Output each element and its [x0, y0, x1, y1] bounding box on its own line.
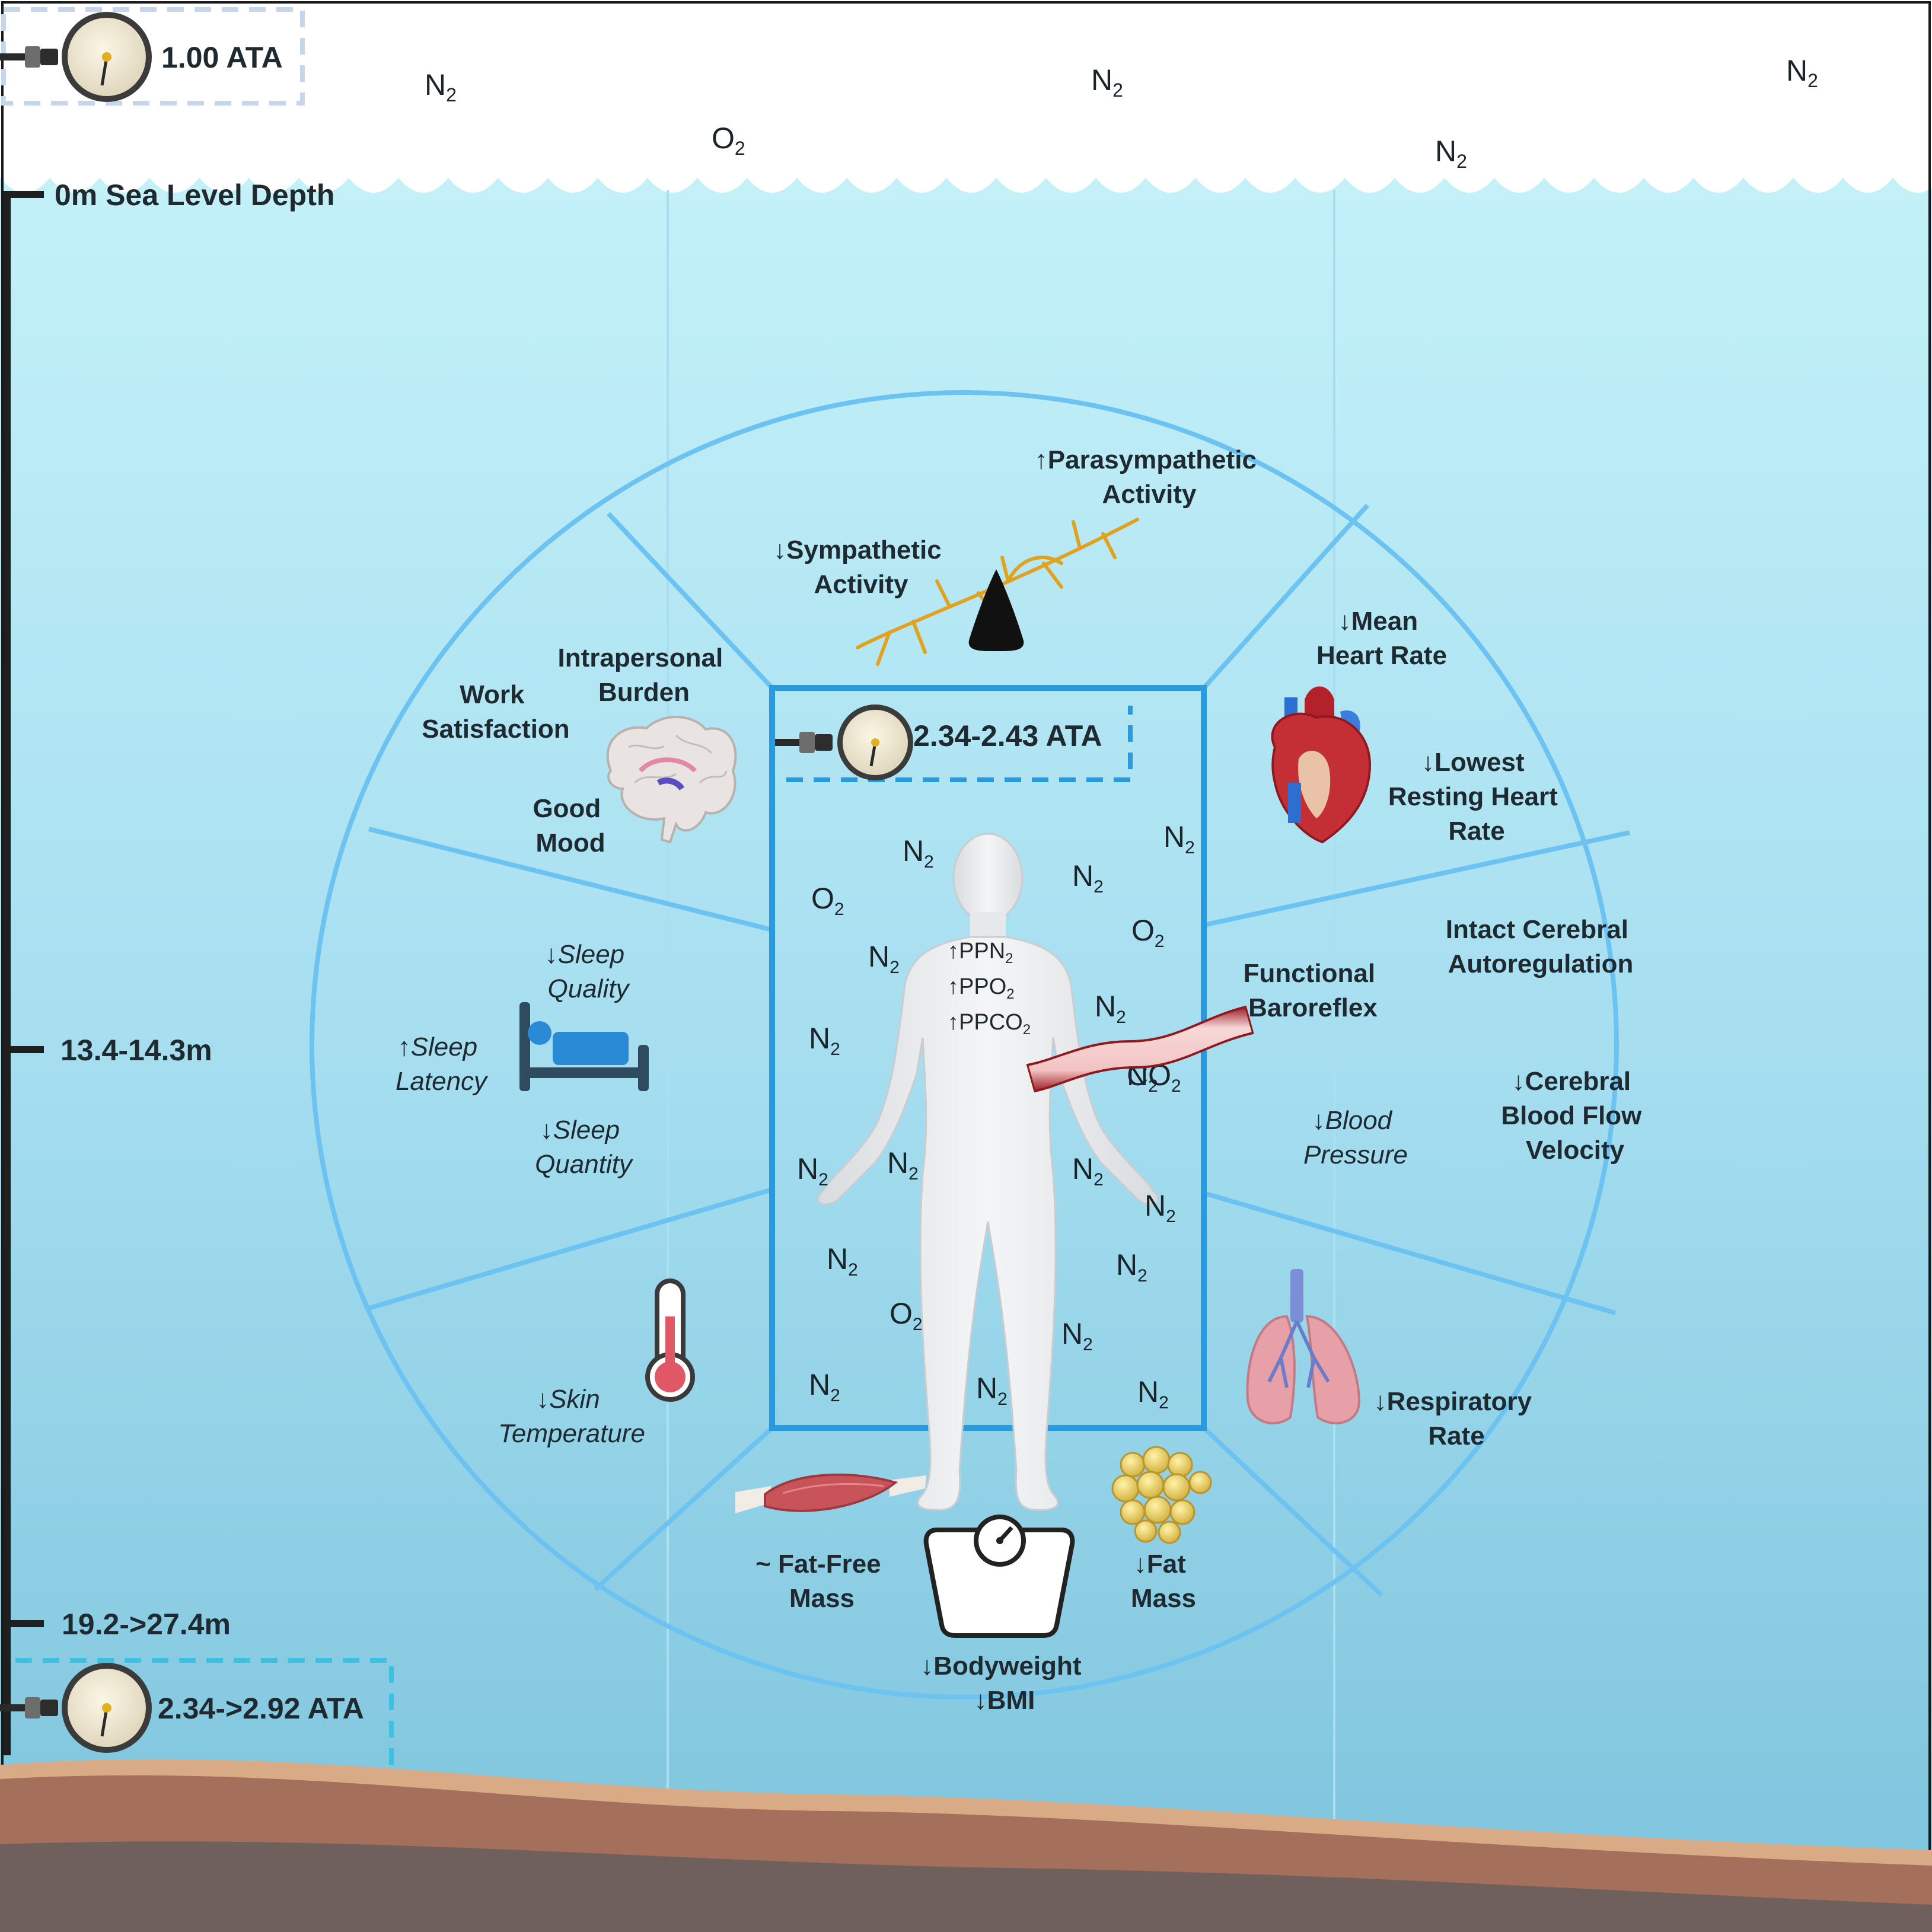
seabed	[0, 1759, 1932, 1932]
fat-free-mass-label: ~ Fat-Free Mass	[755, 1550, 888, 1613]
habitat-gas-13: N2	[1144, 1189, 1176, 1226]
wheel-spoke-3	[1202, 503, 1369, 690]
skin-temperature-label: ↓Skin Temperature	[498, 1385, 645, 1448]
fat-cells-icon	[1111, 1446, 1212, 1544]
partial-pressure-1: ↑PPO2	[948, 974, 1015, 1002]
surface-gas-1: O2	[712, 122, 745, 159]
surface-gas-4: N2	[1786, 54, 1818, 91]
habitat-gas-2: N2	[1163, 820, 1195, 857]
blood-vessel-icon	[1026, 1005, 1254, 1093]
surface-gas-2: N2	[1091, 63, 1123, 101]
sleep-quality-label: ↓Sleep Quality	[545, 940, 632, 1003]
air-zone	[0, 0, 1932, 196]
surface-gas-0: N2	[425, 68, 457, 106]
bed-icon	[519, 1002, 649, 1091]
habitat-gas-5: N2	[868, 940, 900, 977]
habitat-gas-1: N2	[1072, 859, 1104, 897]
deep-gauge-icon	[0, 1663, 152, 1753]
habitat-gas-11: N2	[887, 1146, 919, 1184]
mean-heart-rate-label: ↓Mean Heart Rate	[1316, 607, 1447, 670]
cerebral-blood-flow-label: ↓Cerebral Blood Flow Velocity	[1501, 1067, 1649, 1165]
habitat-gauge-icon	[774, 704, 913, 780]
wheel-outline	[310, 390, 1619, 1700]
deep-depth-label: 19.2->27.4m	[62, 1608, 231, 1641]
surface-gas-3: N2	[1435, 135, 1467, 172]
habitat-gas-15: O2	[890, 1297, 923, 1334]
sleep-latency-label: ↑Sleep Latency	[396, 1032, 489, 1096]
ganglion-icon	[968, 569, 1024, 652]
habitat-gas-14: N2	[827, 1242, 858, 1280]
surface-pressure-label: 1.00 ATA	[161, 41, 283, 74]
wheel-spoke-7	[1202, 1426, 1383, 1597]
wheel-spoke-5	[1203, 1191, 1617, 1315]
muscle-icon	[735, 1473, 926, 1513]
habitat-gas-10: N2	[797, 1152, 828, 1190]
habitat-gauge-box	[786, 706, 1133, 782]
surface-gauge-icon	[0, 12, 152, 102]
habitat-gas-3: O2	[811, 882, 844, 919]
habitat-gas-16: N2	[1116, 1248, 1147, 1286]
deep-pressure-label: 2.34->2.92 ATA	[158, 1692, 364, 1725]
scale-icon	[923, 1515, 1075, 1638]
wheel-spoke-1	[368, 1187, 773, 1311]
wheel-spoke-2	[607, 512, 774, 690]
effects-wheel	[310, 390, 1630, 1700]
good-mood-label: Good Mood	[533, 794, 608, 857]
mid-depth-label: 13.4-14.3m	[60, 1034, 212, 1067]
work-satisfaction-label: Work Satisfaction	[422, 680, 569, 744]
sea-level-label: 0m Sea Level Depth	[55, 178, 334, 212]
respiratory-rate-label: ↓Respiratory Rate	[1374, 1387, 1539, 1450]
lungs-icon	[1246, 1269, 1361, 1424]
baroreflex-label: Functional Baroreflex	[1244, 959, 1383, 1022]
sleep-quantity-label: ↓Sleep Quantity	[535, 1115, 634, 1179]
intrapersonal-burden-label: Intrapersonal Burden	[558, 643, 731, 707]
wheel-spoke-6	[594, 1426, 774, 1591]
habitat-gas-6: N2	[1095, 990, 1126, 1027]
bodyweight-bmi-label: ↓Bodyweight ↓BMI	[920, 1652, 1089, 1715]
cerebral-autoregulation-label: Intact Cerebral Autoregulation	[1446, 915, 1635, 978]
brain-icon	[606, 716, 737, 844]
human-figure	[817, 833, 1159, 1511]
fat-mass-label: ↓Fat Mass	[1131, 1550, 1196, 1613]
partial-pressure-labels: ↑PPN2 ↑PPO2 ↑PPCO2	[948, 939, 1031, 1038]
wheel-spoke-4	[1203, 830, 1630, 927]
habitat-gas-20: N2	[1137, 1375, 1169, 1413]
habitat-pressure-label: 2.34-2.43 ATA	[913, 719, 1102, 753]
depth-scale	[4, 191, 44, 1755]
wheel-spoke-0	[368, 827, 773, 932]
wheel-spokes	[368, 503, 1630, 1597]
habitat-gas-0: N2	[903, 834, 934, 872]
lowest-heart-rate-label: ↓Lowest Resting Heart Rate	[1388, 748, 1565, 846]
sympathetic-label: ↓Sympathetic Activity	[773, 535, 949, 599]
deep-gauge-box	[15, 1658, 394, 1773]
habitat-gas-18: N2	[809, 1368, 840, 1405]
habitat-box	[769, 685, 1207, 1431]
partial-pressure-2: ↑PPCO2	[948, 1010, 1031, 1038]
parasympathetic-label: ↑Parasympathetic Activity	[1035, 445, 1264, 509]
habitat-gas-12: N2	[1072, 1152, 1104, 1190]
habitat-gas-4: O2	[1131, 914, 1165, 951]
heart-icon	[1271, 686, 1372, 844]
partial-pressure-0: ↑PPN2	[948, 939, 1013, 967]
thermometer-icon	[645, 1279, 695, 1402]
habitat-gas-19: N2	[976, 1372, 1008, 1409]
habitat-gas-7: N2	[809, 1022, 840, 1059]
blood-pressure-label: ↓Blood Pressure	[1303, 1106, 1408, 1169]
habitat-gas-17: N2	[1061, 1317, 1093, 1354]
